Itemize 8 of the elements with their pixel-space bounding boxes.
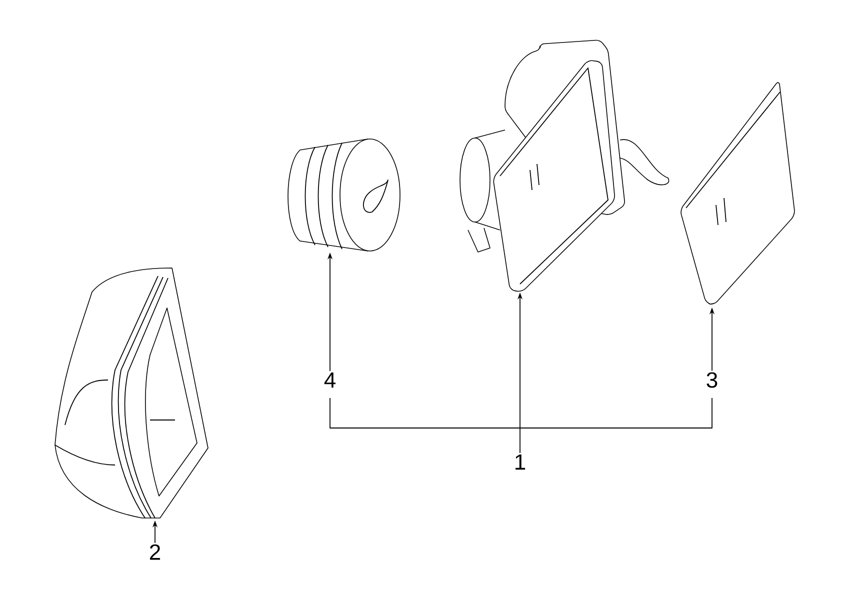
mirror-housing-drawing	[54, 268, 208, 518]
callout-number: 3	[706, 372, 718, 388]
callout-number: 2	[150, 544, 160, 560]
callout-number: 4	[324, 372, 336, 388]
mirror-glass-drawing	[680, 82, 795, 305]
mirror-assembly-drawing	[460, 40, 670, 292]
callout-number: 1	[516, 454, 526, 470]
motor-drawing	[288, 138, 400, 252]
